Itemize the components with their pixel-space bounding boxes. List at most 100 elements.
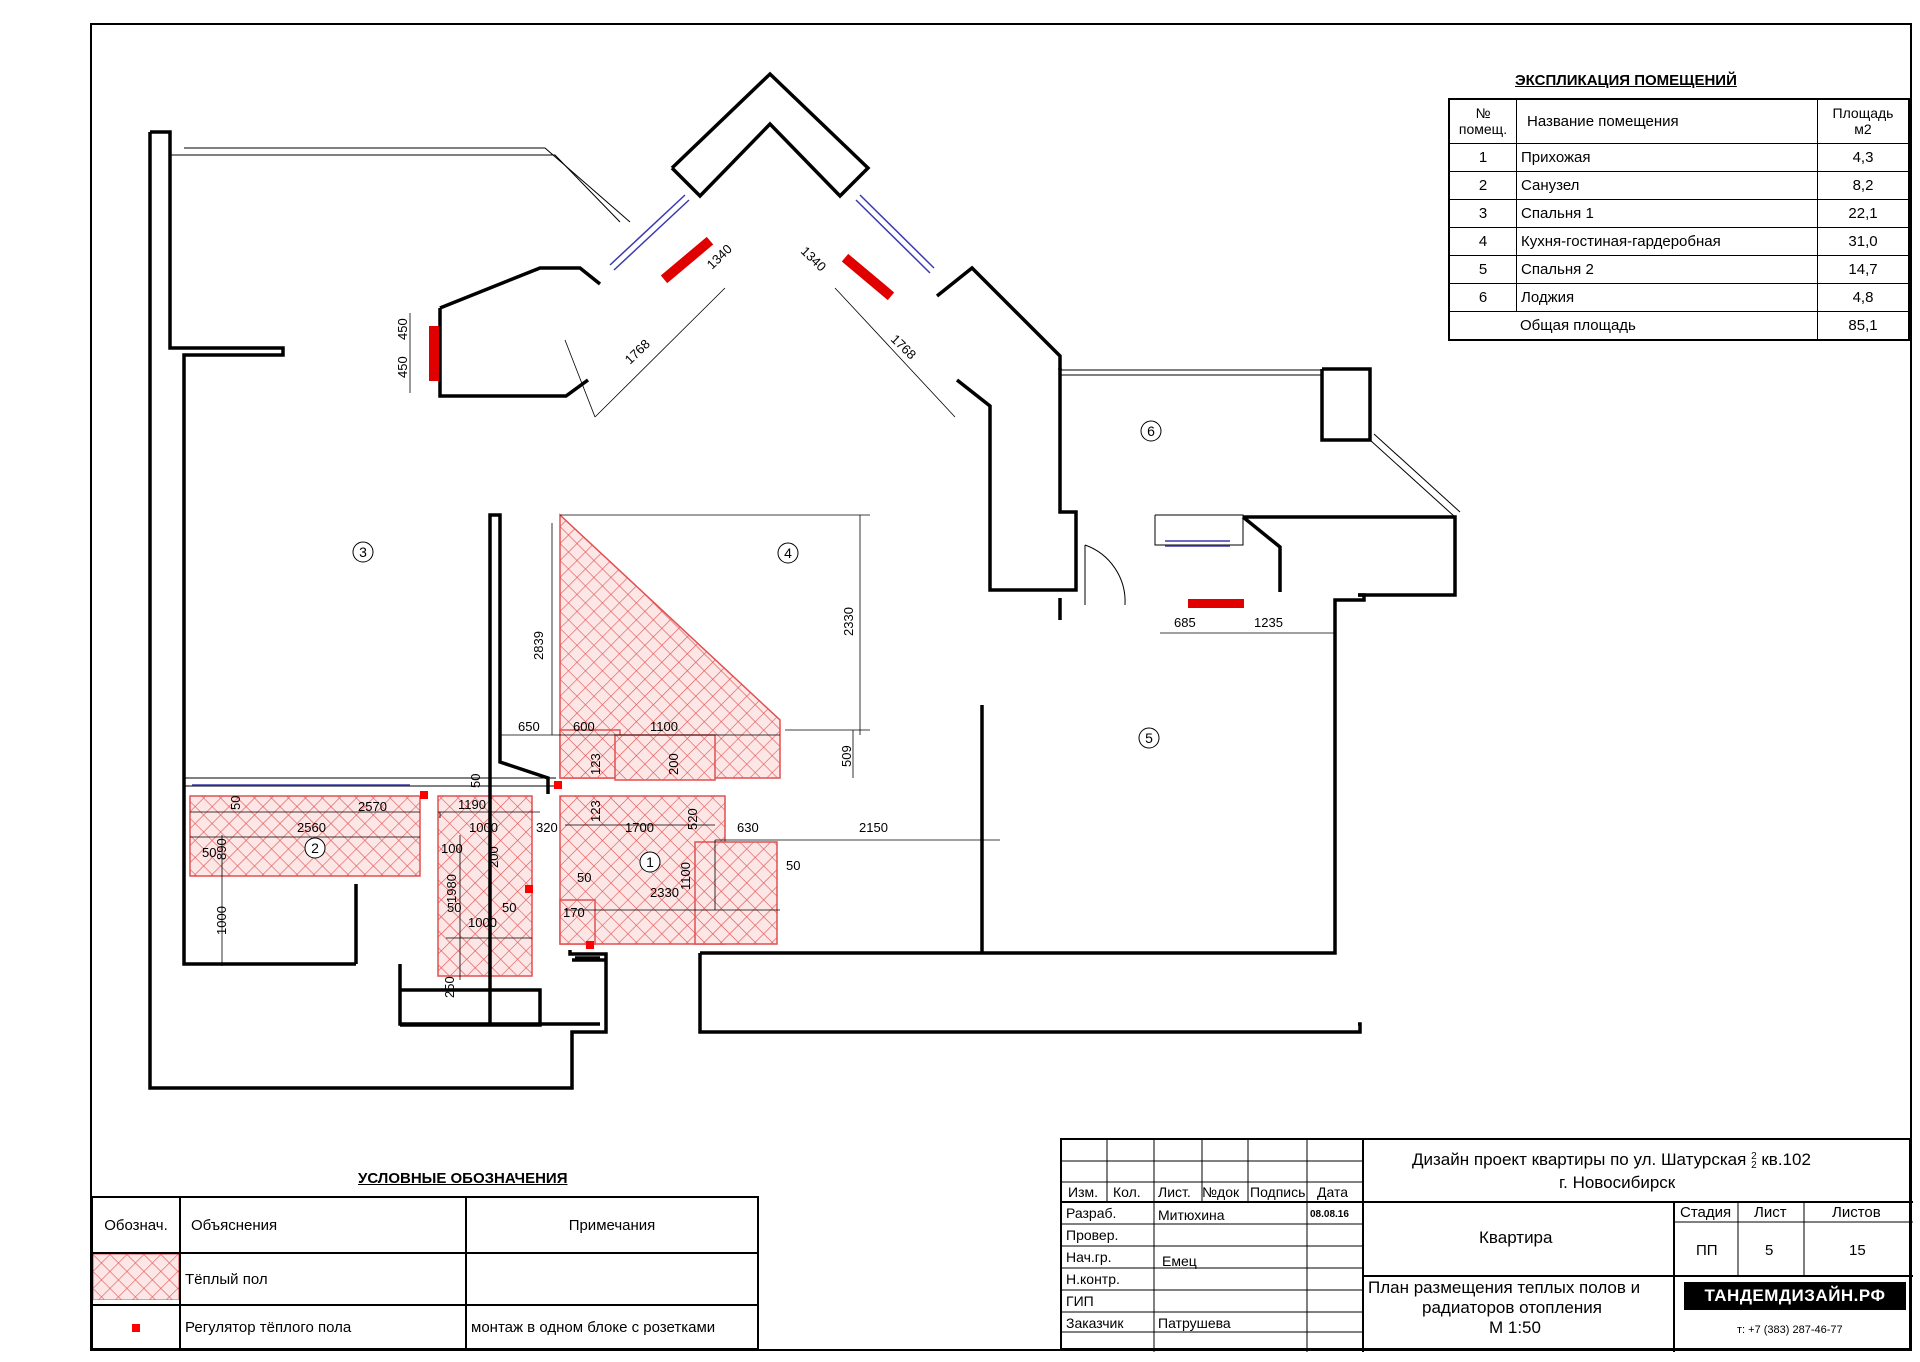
dim-label: 685 <box>1174 615 1196 630</box>
room-marker-2: 2 <box>304 837 326 859</box>
dim-label: 890 <box>214 838 229 860</box>
dim-label: 509 <box>839 745 854 767</box>
dim-label: 1340 <box>798 243 829 274</box>
explication-title: ЭКСПЛИКАЦИЯ ПОМЕЩЕНИЙ <box>1515 72 1737 89</box>
heated-floor-zone-hall-3 <box>559 899 596 945</box>
dim-label: 200 <box>666 753 681 775</box>
wall-south-bedroom2 <box>700 593 1366 955</box>
sheet-label: Лист <box>1754 1204 1787 1221</box>
scale: М 1:50 <box>1489 1318 1541 1337</box>
role-chief-engineer: ГИП <box>1066 1293 1094 1309</box>
room-marker-6: 6 <box>1140 420 1162 442</box>
dim-label: 170 <box>563 905 585 920</box>
dim-label: 123 <box>588 800 603 822</box>
dim-label: 250 <box>442 976 457 998</box>
dim-label: 2839 <box>531 631 546 660</box>
dim-label: 520 <box>685 808 700 830</box>
radiator-kitchen-left <box>660 236 714 284</box>
dim-label: 1190 <box>458 797 486 812</box>
radiators <box>429 236 1244 608</box>
table-row: Тёплый пол <box>91 1252 759 1306</box>
sheets-value: 15 <box>1849 1242 1866 1259</box>
col-date: Дата <box>1317 1184 1349 1200</box>
heated-floor-zone-bath <box>189 795 421 877</box>
stage-value: ПП <box>1696 1242 1718 1259</box>
name-group-head: Емец <box>1162 1253 1197 1269</box>
dim-label: 320 <box>536 820 558 835</box>
object-name: Квартира <box>1479 1228 1553 1247</box>
regulator-bath2 <box>525 885 533 893</box>
dim-label: 50 <box>202 845 216 860</box>
dim-label: 1768 <box>888 331 919 362</box>
wall-loggia-east <box>1243 515 1457 597</box>
explication-header-num: № помещ. <box>1448 98 1517 144</box>
dim-label: 2150 <box>859 820 888 835</box>
dim-label: 50 <box>577 870 591 885</box>
heated-floor-zones <box>189 513 781 977</box>
windows <box>192 194 1230 786</box>
dim-label: 2330 <box>650 885 679 900</box>
svg-text:1: 1 <box>646 854 654 870</box>
heated-floor-zone-kitchen-b <box>614 734 716 781</box>
regulator-hall <box>586 941 594 949</box>
house-num-top: 2 <box>1751 1150 1757 1162</box>
dim-label: 1980 <box>444 874 459 903</box>
loggia-column <box>1320 367 1372 442</box>
dim-label: 50 <box>228 796 243 810</box>
role-client: Заказчик <box>1066 1315 1124 1331</box>
explication-header-area: Площадь м2 <box>1817 98 1910 144</box>
legend-table: Обознач. Объяснения Примечания Тёплый по… <box>91 1196 759 1350</box>
wall-west-south <box>148 132 608 1090</box>
legend-header-explanation: Объяснения <box>179 1196 467 1254</box>
room-markers: 1 2 3 4 5 6 <box>304 420 1162 873</box>
dimension-lines <box>190 287 1335 980</box>
dim-label: 50 <box>447 900 461 915</box>
dim-label: 630 <box>737 820 759 835</box>
table-row: Регулятор тёплого пола монтаж в одном бл… <box>91 1304 759 1350</box>
dim-label: 2560 <box>297 820 326 835</box>
dim-label: 650 <box>518 719 540 734</box>
wall-loggia-angle <box>1241 515 1282 592</box>
svg-text:3: 3 <box>359 544 367 560</box>
role-norm-control: Н.контр. <box>1066 1271 1120 1287</box>
dim-label: 200 <box>486 846 501 868</box>
dim-label: 1000 <box>214 906 229 935</box>
stage-label: Стадия <box>1680 1204 1732 1221</box>
dim-label: 1100 <box>650 719 678 734</box>
dim-label: 1100 <box>678 862 693 890</box>
dim-label: 100 <box>441 841 463 856</box>
regulator-symbol <box>91 1304 181 1350</box>
walls <box>148 71 1457 1090</box>
heated-floor-zone-kitchen <box>559 513 781 779</box>
role-group-head: Нач.гр. <box>1066 1249 1112 1265</box>
regulator-kitchen <box>554 781 562 789</box>
radiator-kitchen-right <box>841 253 895 301</box>
title-block-grid <box>1062 1140 1913 1352</box>
heated-floor-zone-hall-2 <box>694 841 778 945</box>
svg-text:4: 4 <box>784 545 792 561</box>
dim-label: 1768 <box>622 336 653 367</box>
dimension-labels: 450 450 1768 1768 1340 1340 2839 2330 65… <box>202 241 1283 998</box>
project-title-line2: г. Новосибирск <box>1559 1173 1676 1192</box>
date-developer: 08.08.16 <box>1310 1209 1349 1220</box>
wall-right-bay <box>935 265 1078 592</box>
legend-header-symbol: Обознач. <box>91 1196 181 1254</box>
dim-label: 1000 <box>468 915 497 930</box>
sheet-title-line2: радиаторов отопления <box>1422 1298 1602 1317</box>
sheets-label: Листов <box>1832 1204 1881 1221</box>
svg-text:6: 6 <box>1147 423 1155 439</box>
heated-floor-zone-kitchen-a <box>559 729 621 779</box>
dim-label: 450 <box>395 356 410 378</box>
dim-label: 1000 <box>469 820 498 835</box>
col-signature: Подпись <box>1250 1184 1306 1200</box>
room-marker-1: 1 <box>639 851 661 873</box>
legend-header-notes: Примечания <box>465 1196 759 1254</box>
